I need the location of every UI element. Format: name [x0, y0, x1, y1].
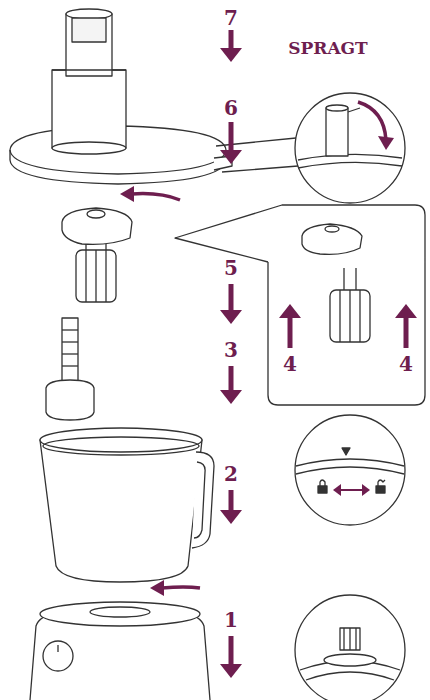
callout-number: 7: [224, 8, 238, 28]
callout-number: 4: [283, 354, 297, 374]
callout-number: 2: [224, 464, 238, 484]
callout-number: 6: [224, 98, 238, 118]
note-text: SPRAGT: [288, 40, 368, 57]
callout-number: 1: [224, 610, 238, 630]
callout-number: 4: [399, 354, 413, 374]
callout-number: 3: [224, 340, 238, 360]
callout-number: 5: [224, 258, 238, 278]
